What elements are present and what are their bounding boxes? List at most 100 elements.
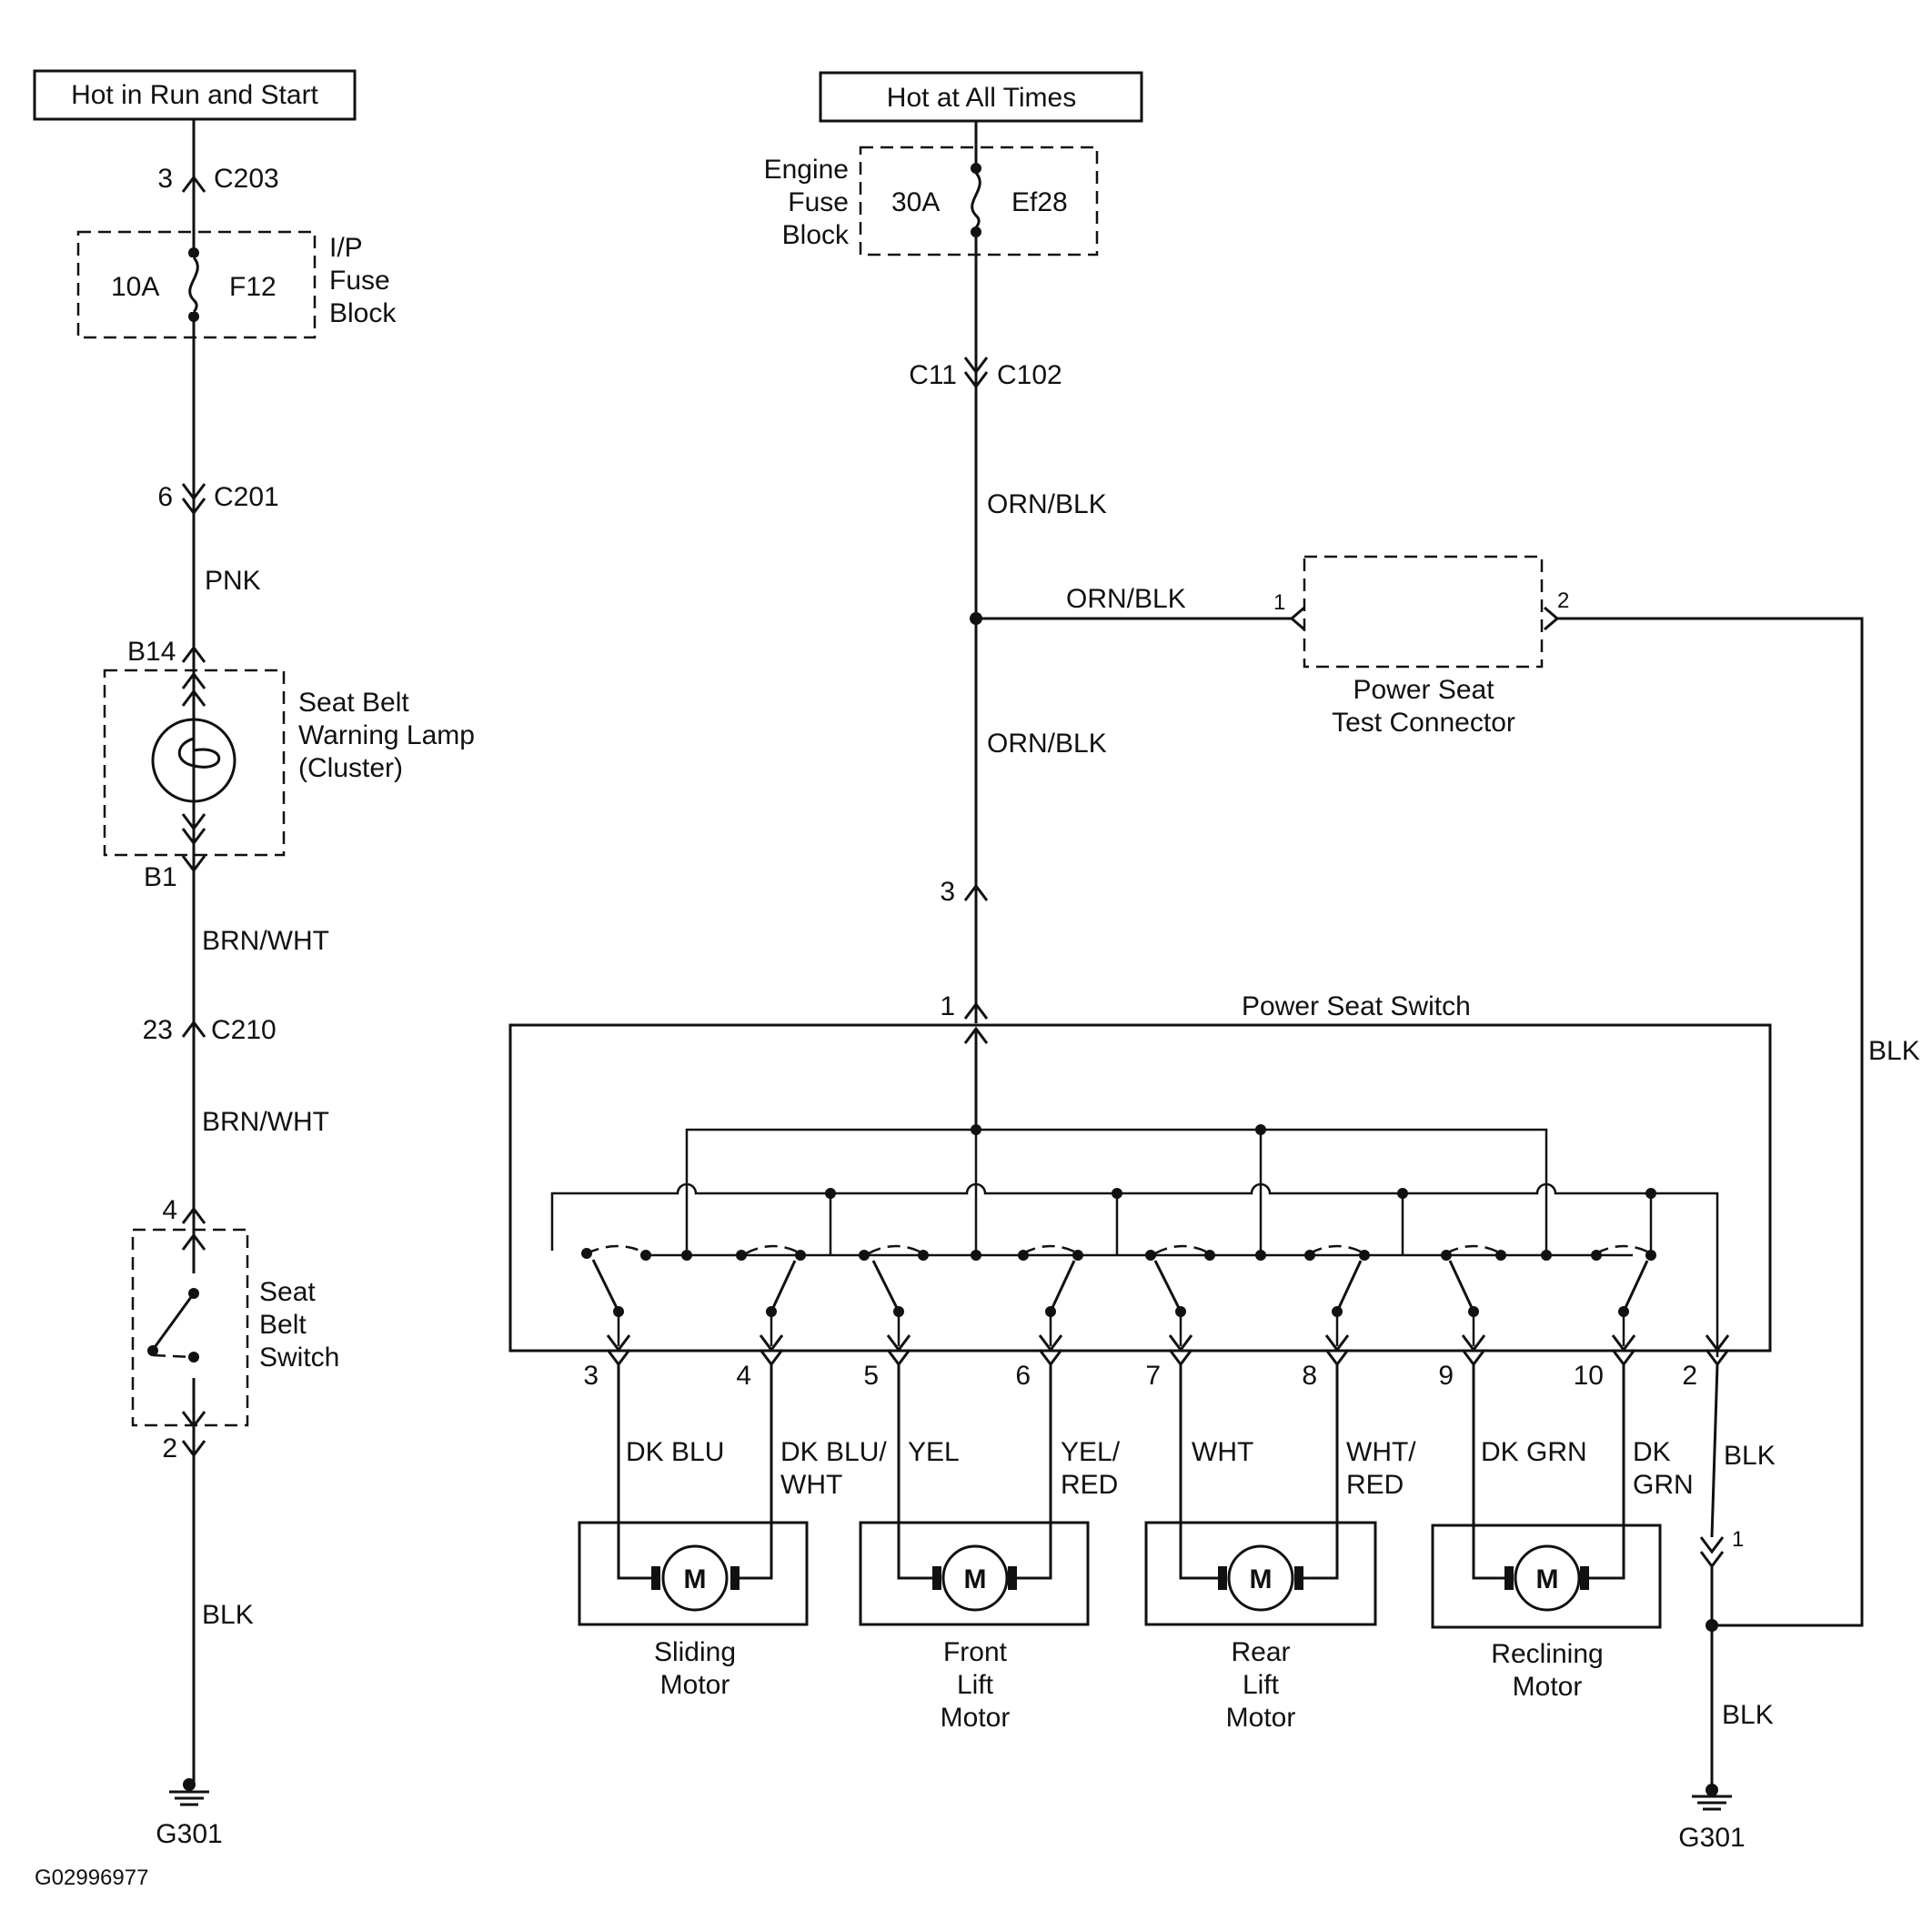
b1-label: B1 bbox=[144, 862, 177, 892]
reclining-motor-symbol bbox=[1514, 1544, 1581, 1612]
front-lift-motor-label-1: Front bbox=[943, 1637, 1008, 1667]
sw-connector-3 bbox=[963, 883, 989, 901]
sliding-motor: M Sliding Motor bbox=[578, 1521, 809, 1700]
ground-connector-1 bbox=[1699, 1536, 1725, 1554]
power-seat-test-label-2: Test Connector bbox=[1332, 708, 1515, 738]
engine-fuse-block-box bbox=[859, 146, 1099, 256]
test-connector-pin1-symbol bbox=[1289, 606, 1305, 631]
wire-brn-wht-1: BRN/WHT bbox=[202, 926, 329, 956]
ip-fuse-block-label-2: Fuse bbox=[329, 266, 390, 296]
test-pin2: 2 bbox=[1557, 588, 1569, 613]
motor-pin-9: 9 bbox=[1438, 1361, 1454, 1391]
c210-pin: 23 bbox=[143, 1015, 173, 1045]
engine-fuse-block-label-2: Fuse bbox=[788, 187, 849, 217]
ground-pin1: 1 bbox=[1732, 1527, 1744, 1552]
switch-pin-numbers: 3 4 5 6 7 8 9 10 2 bbox=[583, 1361, 1697, 1391]
seat-belt-lamp-label-3: (Cluster) bbox=[298, 753, 403, 783]
motor-pin-4: 4 bbox=[736, 1361, 751, 1391]
svg-text:M: M bbox=[964, 1564, 987, 1594]
test-connector-pin2-symbol bbox=[1544, 606, 1560, 631]
ip-fuse-terminal-top bbox=[188, 247, 199, 258]
sliding-motor-label-1: Sliding bbox=[654, 1637, 736, 1667]
sw-pin1: 1 bbox=[940, 991, 955, 1021]
c203-label: C203 bbox=[214, 164, 279, 194]
wire-wht: WHT bbox=[1192, 1437, 1253, 1467]
c102-label: C102 bbox=[997, 360, 1062, 390]
motor-pin-10: 10 bbox=[1574, 1361, 1604, 1391]
wire-yel-red-1: YEL/ bbox=[1061, 1437, 1121, 1467]
c203-pin: 3 bbox=[157, 164, 173, 194]
ground-right-label: G301 bbox=[1678, 1823, 1745, 1853]
motor-wire-labels: DK BLU DK BLU/ WHT YEL YEL/ RED WHT WHT/… bbox=[626, 1437, 1694, 1500]
seat-belt-lamp-box bbox=[103, 669, 286, 857]
motor-pin-5: 5 bbox=[863, 1361, 879, 1391]
sliding-motor-label-2: Motor bbox=[660, 1670, 730, 1700]
c11-label: C11 bbox=[909, 360, 957, 390]
b14-label: B14 bbox=[127, 637, 176, 667]
wire-yel: YEL bbox=[908, 1437, 960, 1467]
engine-fuse-block-label-1: Engine bbox=[764, 155, 849, 185]
sbs-connector-top bbox=[181, 1206, 206, 1224]
front-lift-motor: M Front Lift Motor bbox=[859, 1521, 1090, 1733]
wire-orn-blk-3: ORN/BLK bbox=[987, 729, 1107, 759]
c203-connector bbox=[181, 175, 206, 193]
wire-dk-grn-2-1: DK bbox=[1633, 1437, 1671, 1467]
seat-belt-switch-box bbox=[131, 1228, 249, 1427]
power-seat-switch-label: Power Seat Switch bbox=[1242, 991, 1471, 1021]
rear-lift-motor: M Rear Lift Motor bbox=[1144, 1521, 1377, 1733]
hot-all-times-box bbox=[819, 71, 1143, 123]
wire-blk-ground: BLK bbox=[1722, 1700, 1774, 1730]
figure-id: G02996977 bbox=[35, 1866, 148, 1890]
b1-connector bbox=[181, 855, 206, 873]
seat-belt-lamp-label-1: Seat Belt bbox=[298, 688, 409, 718]
motor-pin-6: 6 bbox=[1015, 1361, 1031, 1391]
wire-wht-red-2: RED bbox=[1346, 1470, 1404, 1500]
ip-fuse-block-label-1: I/P bbox=[329, 233, 363, 263]
wire-dk-grn: DK GRN bbox=[1481, 1437, 1587, 1467]
seat-belt-lamp-label-2: Warning Lamp bbox=[298, 720, 475, 750]
c210-connector bbox=[181, 1020, 206, 1038]
wire-dk-blu: DK BLU bbox=[626, 1437, 724, 1467]
seat-belt-switch-label-2: Belt bbox=[259, 1310, 307, 1340]
wire-brn-wht-2: BRN/WHT bbox=[202, 1107, 329, 1137]
sw-pin3-upper: 3 bbox=[940, 877, 955, 907]
wire-orn-blk-1: ORN/BLK bbox=[987, 489, 1107, 519]
ip-fuse-icon bbox=[188, 256, 199, 314]
rear-lift-motor-symbol bbox=[1227, 1544, 1294, 1612]
ip-fuse-block-box bbox=[76, 230, 317, 339]
wire-blk-right-long: BLK bbox=[1868, 1036, 1920, 1066]
sliding-motor-symbol bbox=[661, 1544, 729, 1612]
sw-ground-wire bbox=[1710, 1363, 1719, 1538]
motor-pin-7: 7 bbox=[1145, 1361, 1161, 1391]
front-lift-motor-symbol bbox=[941, 1544, 1009, 1612]
sw-connector-1 bbox=[963, 1001, 989, 1020]
switch-middle-bus bbox=[550, 1182, 1719, 1357]
sbs-connector-bottom bbox=[181, 1440, 206, 1458]
sbs-pin-top: 4 bbox=[162, 1195, 177, 1225]
wire-dk-blu-wht-1: DK BLU/ bbox=[780, 1437, 887, 1467]
svg-text:M: M bbox=[684, 1564, 707, 1594]
svg-text:M: M bbox=[1536, 1564, 1559, 1594]
seat-belt-switch-label-3: Switch bbox=[259, 1343, 339, 1373]
ip-fuse-block-label-3: Block bbox=[329, 298, 397, 328]
front-lift-motor-label-3: Motor bbox=[941, 1703, 1011, 1733]
wire-pnk: PNK bbox=[205, 566, 261, 596]
wire-orn-blk-2: ORN/BLK bbox=[1066, 584, 1186, 614]
sw-pin2: 2 bbox=[1682, 1361, 1697, 1391]
seat-belt-switch-label-1: Seat bbox=[259, 1277, 316, 1307]
motor-pin-8: 8 bbox=[1302, 1361, 1317, 1391]
c201-label: C201 bbox=[214, 482, 279, 512]
ip-fuse-rating: 10A bbox=[111, 272, 159, 302]
engine-fuse-icon bbox=[971, 172, 981, 229]
motor-pin-3: 3 bbox=[583, 1361, 599, 1391]
reclining-motor-label-1: Reclining bbox=[1491, 1639, 1603, 1669]
engine-fuse-rating: 30A bbox=[891, 187, 940, 217]
c210-label: C210 bbox=[211, 1015, 277, 1045]
seat-belt-switch-blade bbox=[151, 1292, 196, 1351]
sbs-pin-bottom: 2 bbox=[162, 1433, 177, 1463]
b14-connector bbox=[181, 645, 206, 663]
engine-fuse-block-label-3: Block bbox=[782, 220, 850, 250]
wire-blk-sw: BLK bbox=[1724, 1441, 1776, 1471]
wire-wht-red-1: WHT/ bbox=[1346, 1437, 1416, 1467]
